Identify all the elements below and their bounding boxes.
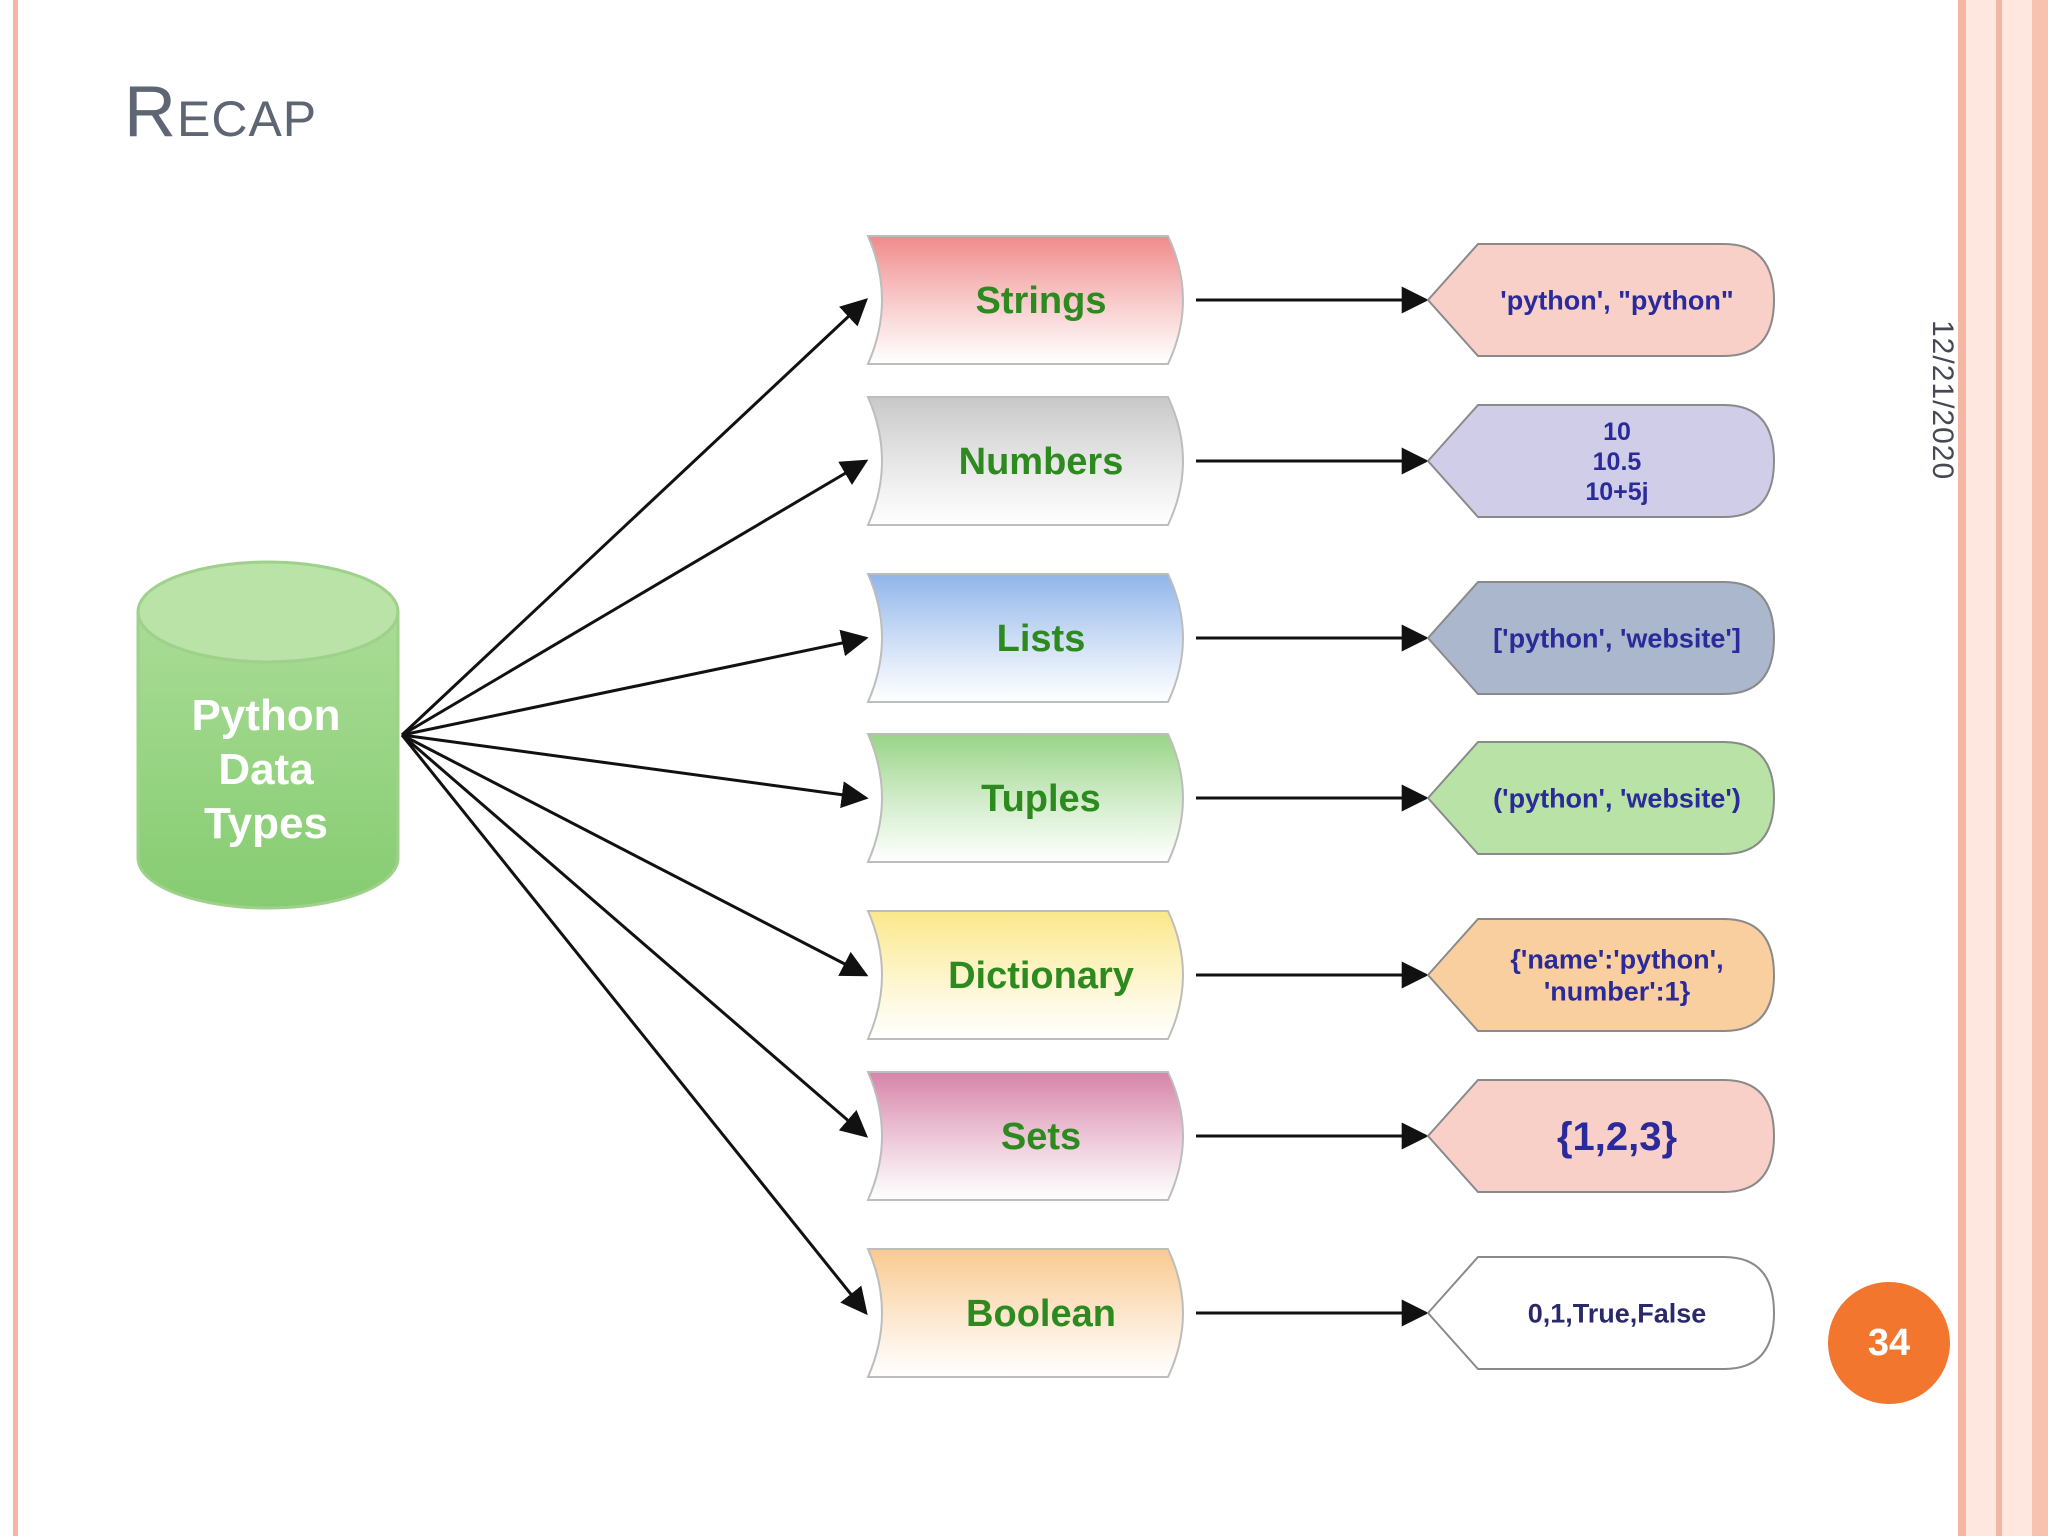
left-border-rule <box>13 0 18 1536</box>
type-tab-tuples <box>866 733 1184 863</box>
type-tab-sets <box>866 1071 1184 1201</box>
root-label-line-3: Types <box>204 799 328 848</box>
type-row-lists: Lists ['python', 'website'] <box>866 573 1776 703</box>
root-label-line-2: Data <box>218 745 314 794</box>
type-tab-strings <box>866 235 1184 365</box>
type-tab-dictionary <box>866 910 1184 1040</box>
type-label-strings: Strings <box>976 280 1107 322</box>
type-label-lists: Lists <box>997 618 1086 660</box>
example-text-boolean: 0,1,True,False <box>1528 1298 1707 1328</box>
type-row-strings: Strings 'python', "python" <box>866 235 1776 365</box>
example-shape-tuples <box>1426 741 1776 855</box>
type-row-sets: Sets {1,2,3} <box>866 1071 1776 1201</box>
type-row-tuples: Tuples ('python', 'website') <box>866 733 1776 863</box>
fan-arrow-dictionary <box>401 733 869 977</box>
example-text-numbers-3: 10+5j <box>1585 478 1648 506</box>
type-label-sets: Sets <box>1001 1116 1081 1158</box>
example-shape-strings <box>1426 243 1776 357</box>
example-text-dictionary-2: 'number':1} <box>1544 976 1691 1006</box>
example-text-numbers-1: 10 <box>1603 418 1631 446</box>
fan-arrow-tuples <box>401 733 869 809</box>
example-shape-boolean <box>1426 1256 1776 1370</box>
type-label-tuples: Tuples <box>981 778 1101 820</box>
type-label-dictionary: Dictionary <box>948 955 1134 997</box>
type-row-boolean: Boolean 0,1,True,False <box>866 1248 1776 1378</box>
type-label-boolean: Boolean <box>966 1293 1116 1335</box>
fan-arrow-lists <box>401 629 869 737</box>
fan-arrow-strings <box>400 298 868 737</box>
example-text-strings: 'python', "python" <box>1500 285 1733 315</box>
example-text-dictionary-1: {'name':'python', <box>1510 944 1723 974</box>
slide-date: 12/21/2020 <box>1926 320 1959 481</box>
type-tab-numbers <box>866 396 1184 526</box>
example-text-sets: {1,2,3} <box>1557 1115 1677 1159</box>
root-label-line-1: Python <box>191 691 340 740</box>
example-text-lists: ['python', 'website'] <box>1493 623 1741 653</box>
example-shape-dictionary <box>1426 918 1776 1032</box>
example-shape-lists <box>1426 581 1776 695</box>
right-border-decoration <box>1958 0 2048 1536</box>
slide-title: Recap <box>124 72 318 152</box>
type-label-numbers: Numbers <box>959 441 1124 483</box>
type-tab-lists <box>866 573 1184 703</box>
example-text-numbers-2: 10.5 <box>1593 448 1642 476</box>
page-number-badge: 34 <box>1828 1282 1950 1404</box>
example-shape-numbers <box>1426 404 1776 518</box>
root-cylinder: Python Data Types <box>136 560 400 910</box>
fan-arrow-numbers <box>401 459 869 737</box>
example-shape-sets <box>1426 1079 1776 1193</box>
type-tab-boolean <box>866 1248 1184 1378</box>
type-row-dictionary: Dictionary {'name':'python','number':1} <box>866 910 1776 1040</box>
fan-arrow-boolean <box>400 734 868 1316</box>
fan-arrow-sets <box>401 733 869 1138</box>
example-text-tuples: ('python', 'website') <box>1493 783 1741 813</box>
